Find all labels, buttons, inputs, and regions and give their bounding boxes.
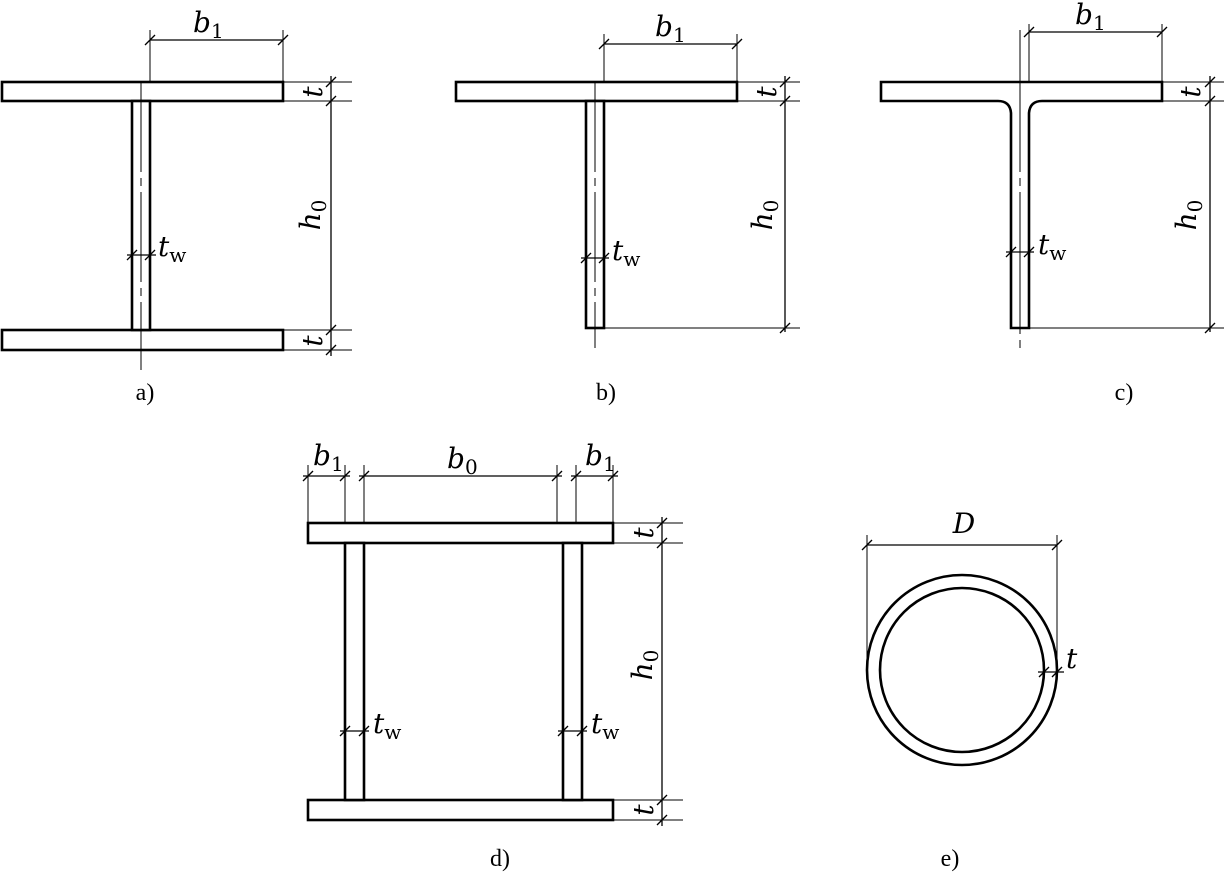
a-t-bottom-label: t (296, 335, 329, 347)
d-t-top-label: t (627, 527, 660, 539)
d-left-web (343, 541, 366, 802)
d-bottom-flange (306, 798, 615, 822)
b-flange (454, 80, 739, 103)
c-caption: c) (1115, 380, 1134, 406)
b-h0-label: h0 (746, 200, 783, 231)
e-outer-circle (865, 573, 1059, 767)
b-t-label: t (750, 86, 783, 98)
c-t-label: t (1174, 86, 1207, 98)
a-bottom-flange (0, 328, 285, 352)
section-d-box: b1 b0 b1 t t h0 tw tw d) (302, 439, 683, 872)
a-tw-label: tw (158, 230, 186, 267)
c-tw-label: tw (1038, 228, 1066, 265)
e-inner-circle (878, 586, 1046, 754)
a-top-flange (0, 80, 285, 103)
a-b1-label: b1 (193, 6, 224, 43)
c-h0-label: h0 (1170, 200, 1207, 231)
d-b0-label: b0 (447, 442, 478, 479)
e-t-label: t (1066, 642, 1078, 675)
d-right-web (561, 541, 584, 802)
e-D-label: D (952, 507, 975, 540)
section-c-rolled-t: b1 t h0 tw c) (879, 0, 1224, 406)
d-t-bottom-label: t (627, 804, 660, 816)
d-tw-right-label: tw (591, 707, 619, 744)
d-b1-left-label: b1 (313, 439, 344, 476)
section-b-t-beam: b1 t h0 tw b) (454, 10, 800, 406)
a-h0-label: h0 (294, 200, 331, 231)
d-caption: d) (490, 846, 510, 872)
a-t-top-label: t (296, 86, 329, 98)
b-caption: b) (596, 380, 616, 406)
e-caption: e) (941, 846, 960, 872)
d-top-flange (306, 521, 615, 545)
d-h0-label: h0 (626, 650, 663, 681)
d-tw-left-label: tw (373, 707, 401, 744)
a-caption: a) (136, 380, 155, 406)
c-b1-label: b1 (1075, 0, 1106, 35)
b-b1-label: b1 (655, 10, 686, 47)
section-a-i-beam: b1 t t h0 tw a) (0, 6, 352, 406)
c-outline (879, 80, 1164, 330)
b-tw-label: tw (612, 234, 640, 271)
section-e-tube: D t e) (861, 507, 1078, 872)
d-b1-right-label: b1 (585, 439, 616, 476)
